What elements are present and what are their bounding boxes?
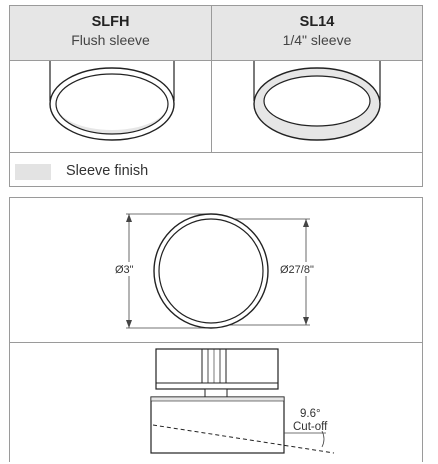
side-view-drawing: 9.6° Cut-off — [150, 348, 335, 454]
sleeve-options-table: SLFH Flush sleeve SL14 1/4" sleeve Sleev… — [9, 5, 423, 187]
row-divider — [10, 60, 422, 61]
sleeve-description: Flush sleeve — [71, 32, 150, 48]
cutoff-angle-label: 9.6° — [300, 408, 321, 420]
cutoff-label: Cut-off — [293, 421, 328, 433]
column-header-sl14: SL14 1/4" sleeve — [212, 6, 422, 60]
column-divider — [211, 6, 212, 152]
outer-diameter-label: Ø3" — [115, 264, 134, 276]
column-header-slfh: SLFH Flush sleeve — [10, 6, 211, 60]
dimension-drawing-box: Ø3" Ø27/8" 9.6° Cut-off — [9, 197, 423, 462]
top-view-drawing: Ø3" Ø27/8" — [114, 213, 336, 329]
inner-diameter-label: Ø27/8" — [280, 264, 314, 276]
quarter-inch-sleeve-drawing — [253, 61, 381, 141]
sleeve-code: SLFH — [91, 14, 130, 30]
row-divider — [10, 152, 422, 153]
sleeve-finish-label: Sleeve finish — [66, 163, 149, 179]
sleeve-description: 1/4" sleeve — [282, 32, 352, 48]
flush-sleeve-drawing — [49, 61, 175, 141]
sleeve-finish-swatch — [15, 164, 51, 180]
section-divider — [10, 342, 422, 343]
sleeve-code: SL14 — [299, 14, 335, 30]
